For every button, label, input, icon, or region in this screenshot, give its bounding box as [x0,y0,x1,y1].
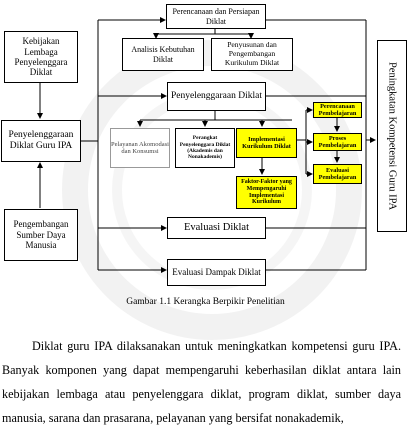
evaluasi-pembelajaran-box: Evaluasi Pembelajaran [313,164,362,184]
faktor-faktor-box: Faktor-Faktor yang Mempengaruhi Implemen… [236,176,297,209]
kebijakan-lembaga-box: Kebijakan Lembaga Penyelenggara Diklat [4,31,78,83]
perencanaan-persiapan-box: Perencanaan dan Persiapan Diklat [166,4,266,29]
peningkatan-kompetensi-box: Peningkatan Kompetensi Guru IPA [377,40,407,232]
connector-arrows [37,17,376,273]
proses-pembelajaran-box: Proses Pembelajaran [313,133,362,151]
body-paragraph: Diklat guru IPA dilaksanakan untuk menin… [2,334,401,430]
pelayanan-akomodasi-box: Pelayanan Akomodasi dan Konsumsi [110,128,170,168]
pengembangan-sdm-box: Pengembangan Sumber Daya Manusia [4,209,78,261]
implementasi-kurikulum-box: Implementasi Kurikulum Diklat [236,128,297,158]
peningkatan-kompetensi-label: Peningkatan Kompetensi Guru IPA [386,61,398,211]
analisis-kebutuhan-box: Analisis Kebutuhan Diklat [122,38,204,71]
evaluasi-dampak-box: Evaluasi Dampak Diklat [167,259,266,286]
paragraph-text: Diklat guru IPA dilaksanakan untuk menin… [2,339,401,425]
penyelenggaraan-diklat-guru-box: Penyelenggaraan Diklat Guru IPA [1,120,81,162]
penyusunan-kurikulum-box: Penyusunan dan Pengembangan Kurikulum Di… [211,38,293,71]
penyelenggaraan-diklat-box: Penyelenggaraan Diklat [167,82,266,111]
perencanaan-pembelajaran-box: Perencanaan Pembelajaran [313,102,362,118]
perangkat-penyelenggara-box: Perangkat Penyelenggara Diklat (Akademis… [175,128,235,168]
figure-caption: Gambar 1.1 Kerangka Berpikir Penelitian [126,297,285,307]
evaluasi-diklat-box: Evaluasi Diklat [167,217,266,239]
